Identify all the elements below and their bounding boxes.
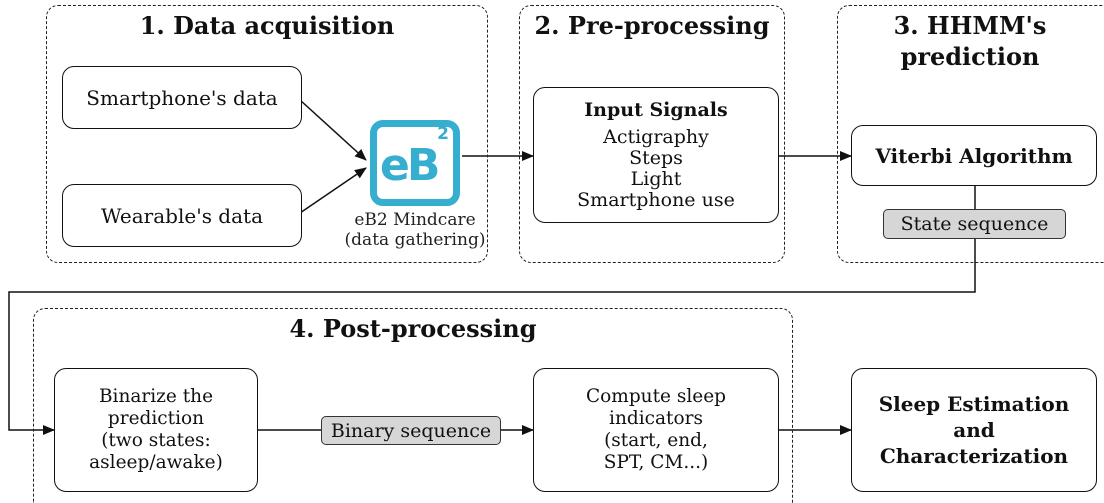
- input-signals-title: Input Signals: [584, 98, 728, 121]
- compute-line: SPT, CM...): [603, 452, 709, 473]
- stage-data-acquisition: [46, 5, 488, 263]
- viterbi-algorithm-box: Viterbi Algorithm: [851, 125, 1097, 186]
- compute-line: indicators: [609, 408, 703, 429]
- binary-sequence-label: Binary sequence: [330, 419, 492, 442]
- stage-pre-processing: [519, 5, 785, 263]
- output-line: Sleep Estimation: [878, 392, 1070, 416]
- wearable-data-box: Wearable's data: [62, 184, 302, 247]
- eb2-logo: eB 2: [370, 120, 460, 206]
- signal-item: Steps: [629, 146, 683, 169]
- arrow-wearable-to-logo: [299, 167, 367, 214]
- eb2-caption-line1: eB2 Mindcare: [354, 210, 476, 230]
- binarize-line: prediction: [107, 408, 205, 429]
- output-line: and: [953, 418, 995, 442]
- sleep-estimation-box: Sleep Estimation and Characterization: [851, 368, 1097, 492]
- stage-title-hhmm-line1: 3. HHMM's: [893, 11, 1047, 40]
- signal-item: Actigraphy: [603, 125, 709, 148]
- stage-title-postprocessing: 4. Post-processing: [289, 314, 537, 343]
- output-line: Characterization: [879, 444, 1069, 468]
- compute-line: Compute sleep: [585, 386, 726, 407]
- stage-hhmm-prediction: [837, 5, 1104, 263]
- arrow-smartphone-to-logo: [299, 99, 367, 161]
- stage-title-preprocessing: 2. Pre-processing: [534, 11, 770, 40]
- binary-sequence-badge: Binary sequence: [321, 416, 501, 445]
- state-sequence-label: State sequence: [900, 213, 1049, 235]
- stage-post-processing: [33, 308, 793, 503]
- stage-title-hhmm-line2: prediction: [900, 42, 1040, 71]
- viterbi-algorithm-label: Viterbi Algorithm: [875, 143, 1073, 168]
- compute-line: (start, end,: [604, 430, 708, 451]
- eb2-logo-letters: eB: [380, 140, 440, 191]
- wearable-data-label: Wearable's data: [100, 203, 263, 228]
- signal-item: Light: [630, 167, 682, 190]
- eb2-logo-superscript: 2: [437, 124, 449, 144]
- binarize-line: (two states:: [101, 430, 211, 451]
- stage-title-acquisition: 1. Data acquisition: [139, 11, 395, 40]
- compute-indicators-box: Compute sleep indicators (start, end, SP…: [533, 368, 779, 492]
- smartphone-data-box: Smartphone's data: [62, 66, 302, 129]
- eb2-caption-line2: (data gathering): [344, 230, 486, 250]
- signal-item: Smartphone use: [577, 188, 735, 211]
- binarize-line: Binarize the: [98, 386, 214, 407]
- binarize-line: asleep/awake): [89, 452, 223, 473]
- input-signals-box: Input Signals Actigraphy Steps Light Sma…: [533, 87, 779, 223]
- smartphone-data-label: Smartphone's data: [86, 85, 278, 110]
- arrow-state-to-binarize: [8, 239, 976, 435]
- binarize-prediction-box: Binarize the prediction (two states: asl…: [54, 368, 258, 492]
- state-sequence-badge: State sequence: [883, 209, 1066, 239]
